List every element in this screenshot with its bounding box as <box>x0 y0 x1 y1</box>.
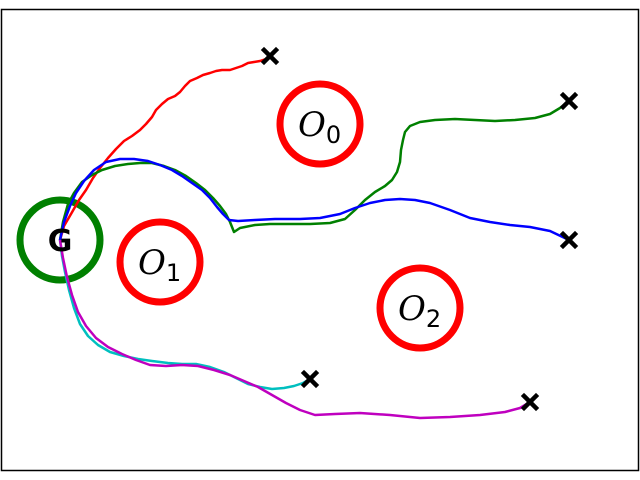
start-marker-3 <box>300 369 320 389</box>
goal-label: G <box>48 224 73 259</box>
obstacle-label-2: O2 <box>398 289 441 333</box>
trajectory-blue <box>58 157 570 242</box>
obstacle-circle-1 <box>116 218 204 306</box>
start-markers <box>260 46 579 412</box>
start-marker-0 <box>260 46 280 66</box>
plot-frame <box>0 8 640 472</box>
trajectory-cyan <box>58 239 311 391</box>
obstacle-label-0: O0 <box>298 105 341 149</box>
start-marker-4 <box>520 392 540 412</box>
start-marker-1 <box>559 91 579 111</box>
obstacle-label-1: O1 <box>138 243 181 287</box>
goal-circle <box>16 196 104 284</box>
obstacle-circle-0 <box>276 80 364 168</box>
start-marker-2 <box>559 230 579 250</box>
obstacle-circle-2 <box>376 264 464 352</box>
trajectory-magenta <box>58 239 531 420</box>
trajectories <box>58 55 570 420</box>
trajectory-green <box>58 100 570 241</box>
